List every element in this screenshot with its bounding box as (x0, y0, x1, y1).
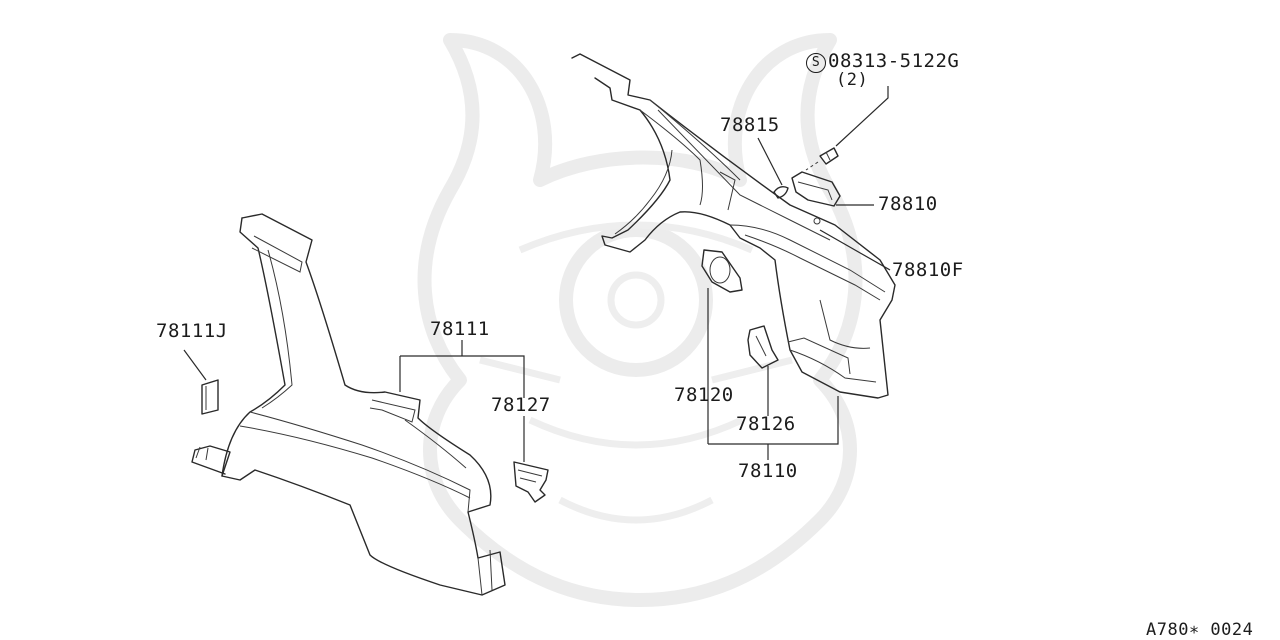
label-78126: 78126 (736, 413, 796, 435)
label-screw-qty: (2) (836, 70, 869, 90)
label-78111J: 78111J (156, 320, 228, 342)
label-78110: 78110 (738, 460, 798, 482)
screw-08313 (805, 147, 839, 171)
label-78111: 78111 (430, 318, 490, 340)
label-78810: 78810 (878, 193, 938, 215)
label-78120: 78120 (674, 384, 734, 406)
patch-78111J (201, 379, 219, 415)
label-78810F: 78810F (892, 259, 964, 281)
rear-fender-left (191, 213, 506, 596)
screw-symbol: S (806, 53, 826, 73)
bracket-78127 (513, 461, 549, 503)
lid-78810 (791, 171, 841, 225)
watermark-emblem (417, 33, 863, 607)
label-78815: 78815 (720, 114, 780, 136)
clip-78815 (773, 185, 789, 199)
figure-reference: A780∗ 0024 (1146, 620, 1254, 640)
bracket-78126 (747, 325, 779, 369)
screw-part-number: 08313-5122G (828, 50, 960, 72)
filler-pocket-78120 (701, 249, 743, 293)
inner-panel-right (571, 53, 896, 399)
label-78127: 78127 (491, 394, 551, 416)
leader-lines (183, 86, 891, 462)
